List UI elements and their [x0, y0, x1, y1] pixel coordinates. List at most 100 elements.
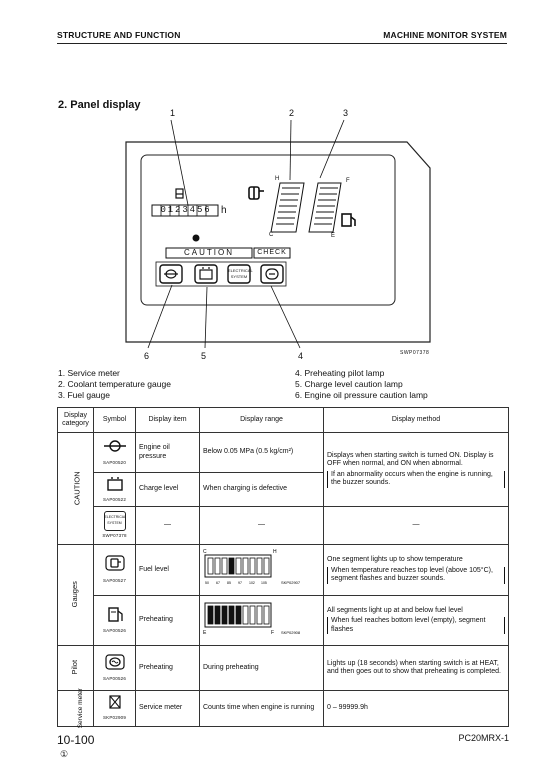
- item-service-meter: Service meter: [135, 690, 200, 727]
- method-preheating: Lights up (18 seconds) when starting swi…: [323, 645, 509, 691]
- symbol-oil-pressure: SAP00520: [93, 432, 136, 473]
- method-temperature: One segment lights up to show temperatur…: [323, 544, 509, 596]
- oil-pressure-lamp: [159, 264, 183, 284]
- preheat-lamp: [260, 264, 284, 284]
- electrical-system-icon: ELECTRICAL SYSTEM: [103, 510, 126, 531]
- table-row: SAP00526 Preheating E F SKP02908 All seg…: [58, 594, 509, 646]
- gauge-f-label: F: [346, 178, 350, 184]
- svg-text:97: 97: [238, 581, 242, 585]
- method-temperature-text: One segment lights up to show temperatur…: [327, 556, 463, 563]
- electrical-label-line2: SYSTEM: [230, 274, 248, 279]
- revision-mark: ①: [60, 749, 69, 759]
- item-charge: Charge level: [135, 472, 200, 507]
- caution-label: CAUTION: [184, 248, 234, 257]
- svg-text:102: 102: [249, 581, 255, 585]
- table-row: SAP00522 Charge level When charging is d…: [58, 472, 509, 507]
- method-fuel: All segments light up at and below fuel …: [323, 594, 509, 646]
- header-item: Display item: [135, 407, 200, 433]
- coolant-temperature-icon: [248, 186, 264, 200]
- svg-text:F: F: [271, 630, 274, 636]
- symbol-service-meter: SKP02909: [93, 690, 136, 727]
- callout-4: 4: [298, 351, 304, 361]
- symbol-temperature: SAP00527: [93, 544, 136, 596]
- table-row: ELECTRICAL SYSTEM SWP07378 — — —: [58, 506, 509, 545]
- svg-text:50: 50: [205, 581, 209, 585]
- gauge-c-label: C: [269, 232, 274, 238]
- table-row: Service meter SKP02909 Service meter Cou…: [57, 688, 509, 729]
- legend-item: 1. Service meter: [58, 368, 120, 378]
- method-temperature-note: When temperature reaches top level (abov…: [327, 566, 505, 584]
- hourglass-icon: [175, 188, 184, 199]
- check-label: CHECK: [257, 249, 287, 256]
- fuel-pump-icon: [107, 607, 123, 622]
- charge-lamp: [194, 264, 218, 284]
- item-preheating-gauge: Preheating: [135, 594, 200, 646]
- category-service-meter: Service meter: [57, 688, 94, 729]
- electrical-label-line1: ELECTRICAL: [228, 268, 253, 273]
- range-oil-pressure: Below 0.05 MPa (0.5 kg/cm²): [199, 432, 324, 473]
- oil-pressure-icon: [103, 440, 126, 452]
- section-title: 2. Panel display: [58, 99, 141, 111]
- item-oil-pressure: Engine oil pressure: [135, 432, 200, 473]
- legend-item: 5. Charge level caution lamp: [295, 379, 403, 389]
- fuel-pump-icon: [341, 213, 356, 227]
- range-charge: When charging is defective: [199, 472, 324, 507]
- callout-2: 2: [289, 108, 295, 118]
- symbol-charge: SAP00522: [93, 472, 136, 507]
- svg-text:C: C: [203, 549, 207, 555]
- symbol-electrical: ELECTRICAL SYSTEM SWP07378: [93, 506, 136, 545]
- figure-code: SWP07378: [400, 350, 430, 356]
- symbol-fuel: SAP00526: [93, 594, 136, 646]
- method-caution: Displays when starting switch is turned …: [323, 432, 509, 507]
- legend-right: 4. Preheating pilot lamp 5. Charge level…: [295, 368, 428, 401]
- method-caution-text: Displays when starting switch is turned …: [327, 451, 494, 468]
- method-caution-note: If an abnormality occurs when the engine…: [327, 470, 505, 488]
- legend-item: 3. Fuel gauge: [58, 390, 110, 400]
- range-temperature-gauge: C H 50 67 85 97 102 105 SKP02907: [199, 544, 324, 596]
- legend-item: 4. Preheating pilot lamp: [295, 368, 385, 378]
- callout-6: 6: [144, 351, 150, 361]
- coolant-gauge: [270, 182, 305, 233]
- header-right: MACHINE MONITOR SYSTEM: [383, 30, 507, 40]
- callout-5: 5: [201, 351, 207, 361]
- range-service-meter: Counts time when engine is running: [199, 690, 324, 727]
- header-left: STRUCTURE AND FUNCTION: [57, 30, 181, 40]
- gauge-h-label: H: [275, 176, 280, 182]
- table-row: Pilot SAP00526 Preheating During preheat…: [57, 645, 509, 691]
- item-electrical: —: [135, 506, 200, 545]
- fuel-gauge: [308, 182, 342, 233]
- preheat-coil-icon: [104, 653, 125, 670]
- method-service-meter: 0 – 99999.9h: [323, 690, 509, 727]
- svg-text:H: H: [273, 549, 277, 555]
- battery-icon: [199, 267, 213, 280]
- hourglass-icon: [108, 695, 121, 709]
- temperature-gauge-diagram: C H 50 67 85 97 102 105 SKP02907: [203, 549, 301, 585]
- callout-1: 1: [170, 108, 176, 118]
- svg-text:67: 67: [216, 581, 220, 585]
- category-pilot: Pilot: [57, 645, 94, 691]
- item-preheating: Preheating: [135, 645, 200, 691]
- svg-text:SKP02908: SKP02908: [281, 630, 301, 635]
- header-symbol: Symbol: [93, 407, 136, 433]
- page-number: 10-100: [57, 733, 95, 747]
- model-code: PC20MRX-1: [458, 733, 509, 743]
- header-range: Display range: [199, 407, 324, 433]
- header-rule: [57, 43, 507, 44]
- method-fuel-text: All segments light up at and below fuel …: [327, 606, 463, 614]
- category-caution: CAUTION: [57, 432, 94, 545]
- service-meter-digits: 0123456: [160, 205, 212, 215]
- legend-left: 1. Service meter 2. Coolant temperature …: [58, 368, 171, 401]
- svg-text:85: 85: [227, 581, 231, 585]
- method-fuel-note: When fuel reaches bottom level (empty), …: [327, 617, 505, 634]
- svg-text:105: 105: [261, 581, 267, 585]
- oil-can-icon: [164, 269, 178, 279]
- svg-text:SKP02907: SKP02907: [281, 580, 301, 585]
- indicator-dot: [192, 234, 200, 242]
- legend-item: 2. Coolant temperature gauge: [58, 379, 171, 389]
- meter-unit: h: [221, 205, 227, 216]
- range-preheating: During preheating: [199, 645, 324, 691]
- range-fuel-gauge: E F SKP02908: [199, 594, 324, 646]
- electrical-system-lamp: [227, 264, 251, 284]
- category-gauges: Gauges: [57, 544, 94, 646]
- display-spec-table: Display category Symbol Display item Dis…: [57, 407, 509, 729]
